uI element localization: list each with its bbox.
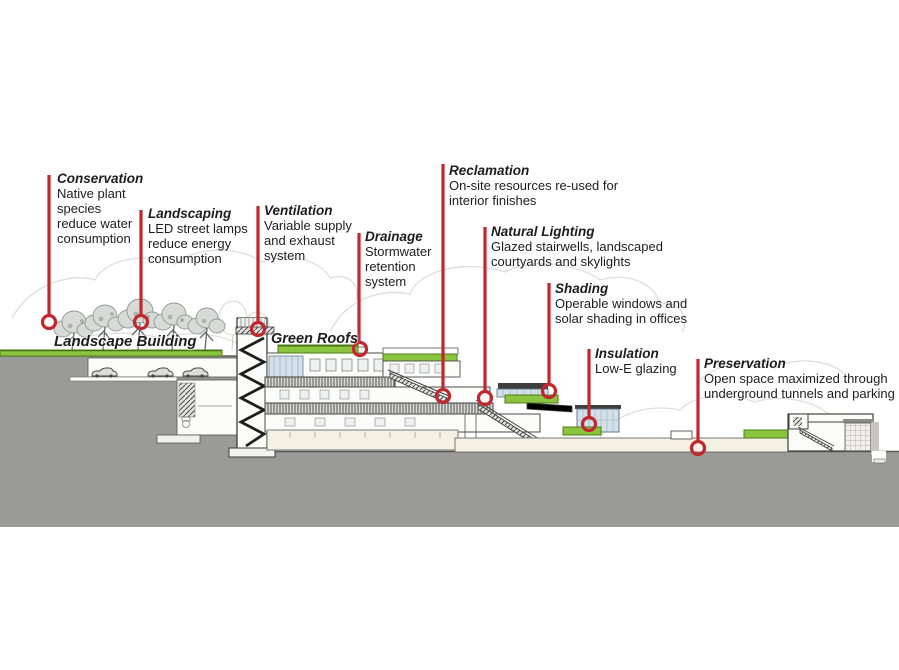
callout-marker-landscaping (132, 210, 150, 331)
callout-marker-conservation (40, 175, 58, 331)
callout-preservation: Preservation Open space maximized throug… (704, 356, 895, 401)
callout-title: Ventilation (264, 203, 333, 218)
main-building (264, 344, 791, 453)
callout-title: Insulation (595, 346, 659, 361)
callout-marker-natural-lighting (476, 227, 494, 407)
landscape-green-strip (0, 349, 223, 357)
callout-title: Preservation (704, 356, 786, 371)
callout-marker-preservation (689, 359, 707, 457)
trees (53, 298, 270, 351)
callout-desc: On-site resources re-used for interior f… (449, 178, 619, 208)
landscape-building-label: Landscape Building (54, 333, 197, 350)
callout-marker-shading (540, 283, 558, 400)
callout-landscaping: Landscaping LED street lamps reduce ener… (148, 206, 248, 266)
callout-desc: Open space maximized through underground… (704, 371, 895, 401)
callout-marker-ventilation (249, 206, 267, 338)
callout-desc: Variable supply and exhaust system (264, 218, 352, 263)
callout-desc: Native plant species reduce water consum… (57, 186, 133, 246)
callout-reclamation: Reclamation On-site resources re-used fo… (449, 163, 618, 208)
callout-desc: LED street lamps reduce energy consumpti… (148, 221, 248, 266)
callout-marker-reclamation (434, 164, 452, 405)
callout-title: Reclamation (449, 163, 530, 178)
callout-shading: Shading Operable windows and solar shadi… (555, 281, 687, 326)
stair-tower (228, 317, 276, 458)
callout-title: Drainage (365, 229, 423, 244)
right-building (787, 413, 886, 464)
callout-title: Natural Lighting (491, 224, 595, 239)
callout-marker-drainage (351, 233, 369, 358)
callout-insulation: Insulation Low-E glazing (595, 346, 677, 376)
callout-desc: Low-E glazing (595, 361, 677, 376)
callout-desc: Operable windows and solar shading in of… (555, 296, 688, 326)
car-icon (91, 367, 209, 377)
callout-drainage: Drainage Stormwater retention system (365, 229, 431, 289)
green-roofs-label: Green Roofs (271, 331, 359, 347)
callout-natural-lighting: Natural Lighting Glazed stairwells, land… (491, 224, 663, 269)
callout-conservation: Conservation Native plant species reduce… (57, 171, 143, 246)
callout-title: Shading (555, 281, 609, 296)
callout-desc: Stormwater retention system (365, 244, 432, 289)
callout-marker-insulation (580, 349, 598, 433)
callout-title: Conservation (57, 171, 144, 186)
callout-title: Landscaping (148, 206, 232, 221)
callout-ventilation: Ventilation Variable supply and exhaust … (264, 203, 352, 263)
callout-desc: Glazed stairwells, landscaped courtyards… (491, 239, 663, 269)
